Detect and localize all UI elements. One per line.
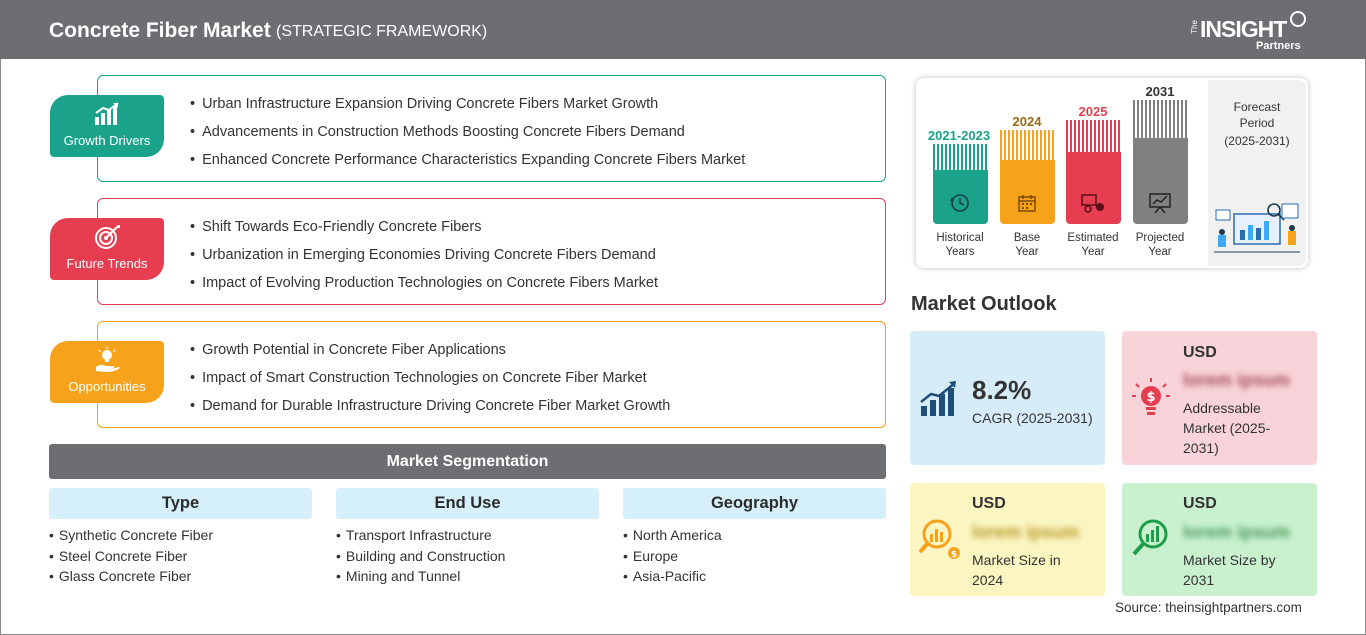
opportunities-badge: Opportunities [50,341,164,403]
header-bar: Concrete Fiber Market (STRATEGIC FRAMEWO… [0,0,1366,59]
market-size-2031-card [1122,483,1317,596]
estimate-icon [1081,194,1104,213]
growth-driver-item: Advancements in Construction Methods Boo… [190,123,745,151]
segment-item: North America [623,525,886,546]
lightbulb-hand-icon [96,347,120,372]
timeline-year-estimated: 2025 [1078,104,1108,119]
size-2024-value-blurred: lorem ipsum [972,522,1080,542]
segment-head-geography: Geography [623,488,886,519]
addressable-value-blurred: lorem ipsum [1183,370,1291,390]
cagr-label: CAGR (2025-2031) [972,410,1093,426]
logo-the: The [1190,20,1199,34]
growth-drivers-box: Urban Infrastructure Expansion Driving C… [97,75,886,182]
timeline-year-base: 2024 [1012,114,1042,129]
segment-item: Synthetic Concrete Fiber [49,525,312,546]
page-title: Concrete Fiber Market [49,19,271,42]
segment-item: Asia-Pacific [623,566,886,587]
history-icon [950,194,969,212]
analytics-illustration-icon [1214,203,1300,253]
segment-column-type: Type Synthetic Concrete Fiber Steel Conc… [49,488,312,587]
segment-column-end-use: End Use Transport Infrastructure Buildin… [336,488,599,587]
cagr-value: 8.2% [972,375,1032,405]
page-subtitle: (STRATEGIC FRAMEWORK) [276,23,488,40]
logo-insight: INSIGHT [1200,16,1287,42]
market-outlook-title: Market Outlook [911,293,1057,315]
source-credit: Source: theinsightpartners.com [1115,600,1302,615]
timeline-bar-projected [1133,100,1188,224]
growth-drivers-badge: Growth Drivers [50,95,164,157]
dollar-bulb-icon: $ [1132,378,1170,415]
segment-item: Transport Infrastructure [336,525,599,546]
addressable-label: Addressable Market (2025- 2031) [1183,400,1271,456]
timeline-year-historical: 2021-2023 [927,128,991,143]
timeline-bar-historical [933,144,988,224]
segment-item: Mining and Tunnel [336,566,599,587]
future-trends-label: Future Trends [66,256,148,271]
forecast-period-label: Forecast Period (2025-2031) [1224,100,1290,148]
future-trend-item: Impact of Evolving Production Technologi… [190,274,658,302]
addressable-currency: USD [1183,344,1217,361]
opportunities-label: Opportunities [68,379,146,394]
segment-item: Europe [623,546,886,567]
segment-head-type: Type [49,488,312,519]
insight-partners-logo[interactable]: The INSIGHT Partners [1190,10,1310,54]
target-icon [95,225,120,249]
timeline-caption-projected: Projected Year [1135,232,1185,258]
magnifier-growth-icon [1132,519,1168,556]
projection-icon [1149,193,1171,214]
magnifier-chart-icon: $ [918,519,960,560]
size-2031-currency: USD [1183,495,1217,512]
timeline-caption-base: Base Year [1013,232,1041,258]
segment-item: Glass Concrete Fiber [49,566,312,587]
timeline-caption-historical: Historical Years [936,232,984,258]
timeline-bar-estimated [1066,120,1121,224]
calendar-icon [1018,195,1036,212]
opportunity-item: Demand for Durable Infrastructure Drivin… [190,397,670,425]
segment-item: Building and Construction [336,546,599,567]
timeline-year-projected: 2031 [1145,84,1175,99]
logo-partners: Partners [1256,40,1301,52]
future-trend-item: Shift Towards Eco-Friendly Concrete Fibe… [190,218,658,246]
segment-column-geography: Geography North America Europe Asia-Paci… [623,488,886,587]
growth-driver-item: Enhanced Concrete Performance Characteri… [190,151,745,179]
segment-item: Steel Concrete Fiber [49,546,312,567]
size-2024-label: Market Size in 2024 [972,552,1061,588]
future-trends-box: Shift Towards Eco-Friendly Concrete Fibe… [97,198,886,305]
logo-magnifier-icon [1290,11,1306,27]
growth-bars-icon [920,381,956,416]
opportunity-item: Growth Potential in Concrete Fiber Appli… [190,341,670,369]
opportunities-box: Growth Potential in Concrete Fiber Appli… [97,321,886,428]
segmentation-title-bar: Market Segmentation [49,444,886,479]
svg-text:$: $ [951,550,957,560]
size-2024-currency: USD [972,495,1006,512]
growth-drivers-label: Growth Drivers [63,133,151,148]
timeline-caption-estimated: Estimated Year [1067,232,1119,258]
svg-text:$: $ [1146,390,1155,405]
timeline-bar-base [1000,130,1055,224]
size-2031-label: Market Size by 2031 [1183,552,1276,588]
growth-driver-item: Urban Infrastructure Expansion Driving C… [190,95,745,123]
growth-chart-icon [95,102,119,125]
future-trend-item: Urbanization in Emerging Economies Drivi… [190,246,658,274]
opportunity-item: Impact of Smart Construction Technologie… [190,369,670,397]
segment-head-end-use: End Use [336,488,599,519]
future-trends-badge: Future Trends [50,218,164,280]
size-2031-value-blurred: lorem ipsum [1183,522,1291,542]
